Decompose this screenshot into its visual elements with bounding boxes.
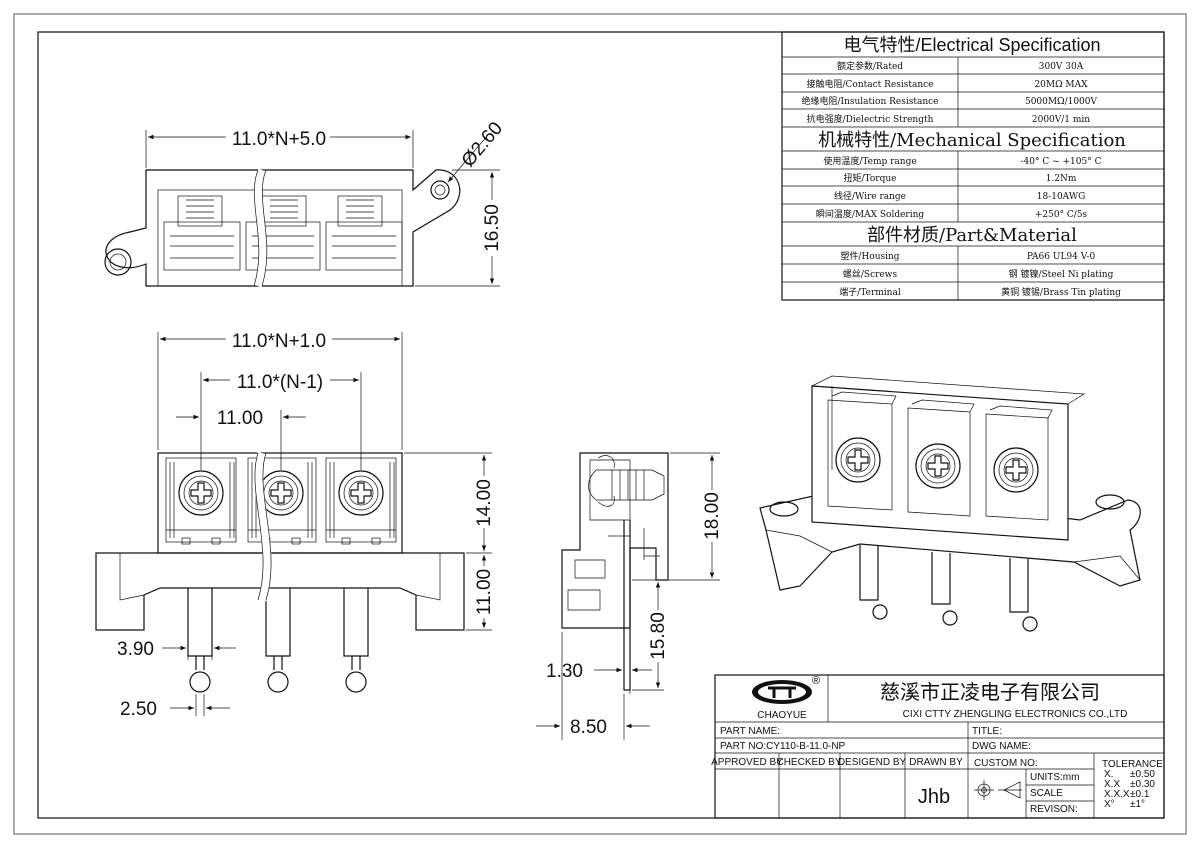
tol-val: ±0.50 [1130, 769, 1155, 780]
part-no: PART NO:CY110-B-11.0-NP [720, 741, 846, 752]
electrical-title: 电气特性/Electrical Specification [843, 35, 1100, 55]
tol-val: ±1° [1130, 799, 1145, 810]
tol-val: ±0.1 [1130, 789, 1150, 800]
title-label: TITLE: [972, 726, 1002, 737]
spec-value: 18-10AWG [1037, 192, 1086, 202]
spec-value: 20MΩ MAX [1034, 80, 1088, 90]
spec-value: -40° C ~ +105° C [1021, 157, 1102, 167]
logo-registered: ® [812, 675, 820, 687]
units: UNITS:mm [1030, 772, 1079, 783]
spec-label: 线径/Wire range [834, 190, 906, 202]
spec-value: 1.2Nm [1046, 174, 1077, 184]
scale: SCALE [1030, 788, 1063, 799]
spec-value: 黄铜 镀锡/Brass Tin plating [1001, 286, 1121, 298]
spec-label: 塑件/Housing [840, 250, 899, 262]
company-cn: 慈溪市正凌电子有限公司 [880, 680, 1100, 704]
designed-by: DESIGEND BY [838, 757, 907, 768]
side-view: 18.00 15.80 1.30 8.50 [536, 452, 723, 740]
part-name-label: PART NAME: [720, 726, 780, 737]
dim-side-h: 18.00 [702, 492, 723, 540]
top-view: 11.0*N+5.0 Ø2.60 16.50 [104, 118, 507, 288]
spec-label: 抗电强度/Dielectric Strength [807, 113, 934, 125]
dwg-name-label: DWG NAME: [972, 741, 1031, 752]
tol-val: ±0.30 [1130, 779, 1155, 790]
dim-side-pin: 15.80 [648, 612, 669, 660]
spec-label: 接触电阻/Contact Resistance [807, 78, 934, 90]
spec-table: 电气特性/Electrical Specification 额定参数/Rated… [781, 31, 1165, 301]
dim-front-h1: 14.00 [474, 479, 495, 527]
spec-value: 钢 镀镍/Steel Ni plating [1009, 268, 1114, 280]
custom-no: CUSTOM NO: [974, 758, 1038, 769]
dim-front-pitch-n: 11.0*(N-1) [237, 372, 323, 393]
spec-value: 5000MΩ/1000V [1025, 97, 1098, 107]
spec-value: 2000V/1 min [1032, 115, 1090, 125]
outer-border [13, 13, 1187, 835]
dim-front-pitch: 11.00 [217, 408, 263, 429]
dim-front-width: 11.0*N+1.0 [232, 331, 326, 352]
mechanical-title: 机械特性/Mechanical Specification [818, 130, 1126, 151]
logo-text: CHAOYUE [757, 710, 807, 721]
drawn-by-value: Jhb [918, 786, 950, 808]
material-title: 部件材质/Part&Material [867, 225, 1077, 246]
tol-key: X° [1104, 799, 1115, 810]
spec-label: 端子/Terminal [839, 286, 901, 298]
inner-border [37, 31, 1165, 819]
checked-by: CHECKED BY [776, 757, 841, 768]
tol-key: X.X [1104, 779, 1120, 790]
tol-key: X. [1104, 769, 1113, 780]
projection-symbol-icon [974, 780, 1022, 800]
spec-value: +250° C/5s [1035, 210, 1088, 220]
dim-pin-w: 3.90 [117, 639, 154, 660]
dim-hole: Ø2.60 [458, 118, 507, 171]
spec-label: 绝缘电阻/Insulation Resistance [802, 95, 939, 107]
spec-label: 瞬间温度/MAX Soldering [816, 208, 925, 220]
tolerance-title: TOLERANCE [1102, 759, 1163, 770]
dim-side-t: 1.30 [546, 661, 583, 682]
dim-top-height: 16.50 [482, 204, 503, 252]
tol-key: X.X.X [1104, 789, 1130, 800]
company-logo: ® CHAOYUE [752, 675, 820, 721]
iso-view [759, 375, 1141, 632]
spec-label: 扭矩/Torque [844, 172, 897, 184]
spec-label: 使用温度/Temp range [823, 155, 916, 167]
spec-label: 螺丝/Screws [843, 268, 898, 280]
front-view: 11.0*N+1.0 11.0*(N-1) 11.00 14.00 11.00 … [95, 329, 495, 720]
dim-top-width: 11.0*N+5.0 [232, 129, 326, 150]
dim-front-h2: 11.00 [474, 569, 495, 615]
dim-side-w: 8.50 [570, 717, 607, 738]
title-block: ® CHAOYUE 慈溪市正凌电子有限公司 CIXI CTTY ZHENGLIN… [711, 674, 1165, 819]
spec-value: 300V 30A [1039, 62, 1084, 72]
approved-by: APPROVED BY [711, 757, 783, 768]
spec-label: 额定参数/Rated [837, 60, 903, 72]
spec-value: PA66 UL94 V-0 [1027, 252, 1096, 262]
drawn-by: DRAWN BY [909, 757, 963, 768]
revison: REVISON: [1030, 804, 1078, 815]
dim-pin-d: 2.50 [120, 699, 157, 720]
company-en: CIXI CTTY ZHENGLING ELECTRONICS CO.,LTD [903, 709, 1128, 720]
